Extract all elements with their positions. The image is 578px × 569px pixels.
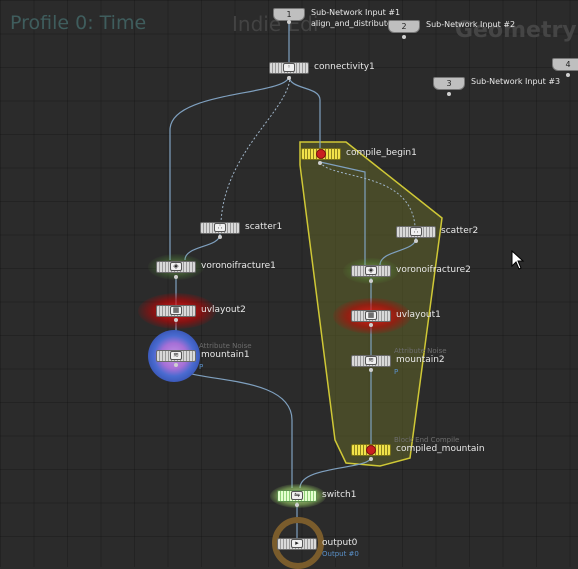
- attribute-noise-icon: ≋: [170, 351, 182, 360]
- node-voronoifracture2-label: voronoifracture2: [396, 265, 471, 275]
- connector-dot[interactable]: [369, 279, 373, 283]
- wire-connectivity-voronoi1: [169, 75, 290, 260]
- wire-connectivity-scatter1: [220, 75, 291, 223]
- node-scatter2[interactable]: ∴ scatter2: [396, 226, 478, 238]
- node-mountain1-param: P: [199, 363, 204, 371]
- connectivity-icon: ◦: [283, 63, 295, 72]
- output-icon: ▸: [291, 539, 303, 548]
- subnet-input-4[interactable]: 4: [552, 58, 578, 72]
- voronoi-fracture-icon: ◈: [365, 266, 377, 275]
- node-scatter2-label: scatter2: [441, 226, 479, 236]
- connector-dot[interactable]: [295, 503, 299, 507]
- subnet-input-3[interactable]: 3 Sub-Network Input #3: [433, 77, 560, 91]
- node-switch1[interactable]: ⇋ switch1: [277, 490, 356, 502]
- node-scatter1[interactable]: ∴ scatter1: [200, 222, 282, 234]
- wire-scatter1-voronoi1: [184, 233, 221, 261]
- subnet-input-2-badge: 2: [388, 20, 420, 33]
- node-uvlayout1[interactable]: ▦ uvlayout1: [351, 310, 441, 322]
- subnet-input-4-badge: 4: [552, 58, 578, 71]
- connector-dot[interactable]: [287, 20, 291, 24]
- uv-layout-icon: ▦: [170, 306, 182, 315]
- wire-compiled-switch1: [299, 456, 372, 489]
- connector-dot[interactable]: [447, 92, 451, 96]
- connector-dot[interactable]: [174, 363, 178, 367]
- wire-compilebegin-voronoi2: [319, 161, 366, 265]
- voronoi-fracture-icon: ◈: [170, 262, 182, 271]
- node-scatter1-label: scatter1: [245, 222, 283, 232]
- switch-icon: ⇋: [291, 491, 303, 500]
- subnet-input-3-badge: 3: [433, 77, 465, 90]
- wire-connectivity-compilebegin: [288, 75, 321, 148]
- connector-dot[interactable]: [287, 76, 291, 80]
- node-mountain2[interactable]: ≋ Attribute Noise mountain2 P: [351, 347, 447, 376]
- node-compiled-mountain-label: compiled_mountain: [396, 444, 485, 454]
- scatter-icon: ∴: [410, 227, 422, 236]
- subnet-input-2-label: Sub-Network Input #2: [426, 20, 516, 29]
- subnet-input-2[interactable]: 2 Sub-Network Input #2: [388, 20, 515, 34]
- connector-dot[interactable]: [369, 457, 373, 461]
- uv-layout-icon: ▦: [365, 311, 377, 320]
- connector-dot[interactable]: [174, 275, 178, 279]
- attribute-noise-icon: ≋: [365, 356, 377, 365]
- node-compiled-mountain[interactable]: Block End Compile compiled_mountain: [351, 436, 485, 456]
- node-mountain2-param: P: [394, 368, 399, 376]
- node-output0-label: output0: [322, 538, 358, 548]
- node-mountain2-type: Attribute Noise: [394, 347, 447, 355]
- scatter-icon: ∴: [214, 223, 226, 232]
- node-voronoifracture1-label: voronoifracture1: [201, 261, 276, 271]
- connector-dot[interactable]: [369, 323, 373, 327]
- subnet-input-1-sublabel: align_and_distribute: [311, 19, 392, 28]
- connector-dot[interactable]: [566, 73, 570, 77]
- wire-compilebegin-scatter2: [319, 161, 416, 227]
- node-uvlayout2-label: uvlayout2: [201, 305, 246, 315]
- connector-dot[interactable]: [369, 368, 373, 372]
- node-connectivity1-label: connectivity1: [314, 62, 375, 72]
- compile-begin-icon: [316, 149, 326, 159]
- node-output0-tag: Output #0: [322, 550, 359, 558]
- node-mountain2-label: mountain2: [396, 355, 445, 365]
- node-connectivity1[interactable]: ◦ connectivity1: [269, 62, 375, 74]
- node-uvlayout1-label: uvlayout1: [396, 310, 441, 320]
- subnet-input-3-label: Sub-Network Input #3: [471, 77, 561, 86]
- node-compile-begin1[interactable]: compile_begin1: [301, 148, 417, 160]
- node-voronoifracture1[interactable]: ◈ voronoifracture1: [156, 261, 276, 273]
- node-output0[interactable]: ▸ output0 Output #0: [277, 538, 359, 558]
- node-mountain1[interactable]: ≋ Attribute Noise mountain1 P: [156, 342, 252, 371]
- wire-mountain1-switch1: [175, 363, 293, 488]
- node-uvlayout2[interactable]: ▦ uvlayout2: [156, 305, 246, 317]
- node-voronoifracture2[interactable]: ◈ voronoifracture2: [351, 265, 471, 277]
- compile-end-icon: [366, 445, 376, 455]
- connector-dot[interactable]: [218, 235, 222, 239]
- node-mountain1-type: Attribute Noise: [199, 342, 252, 350]
- connector-dot[interactable]: [402, 35, 406, 39]
- node-switch1-label: switch1: [322, 490, 357, 500]
- node-mountain1-label: mountain1: [201, 350, 250, 360]
- connector-dot[interactable]: [174, 318, 178, 322]
- subnet-input-1-label: Sub-Network Input #1: [311, 8, 401, 17]
- node-compiled-mountain-type: Block End Compile: [394, 436, 460, 444]
- mouse-cursor-icon: [511, 250, 525, 270]
- node-compile-begin1-label: compile_begin1: [346, 148, 417, 158]
- connector-dot[interactable]: [318, 161, 322, 165]
- connector-dot[interactable]: [414, 239, 418, 243]
